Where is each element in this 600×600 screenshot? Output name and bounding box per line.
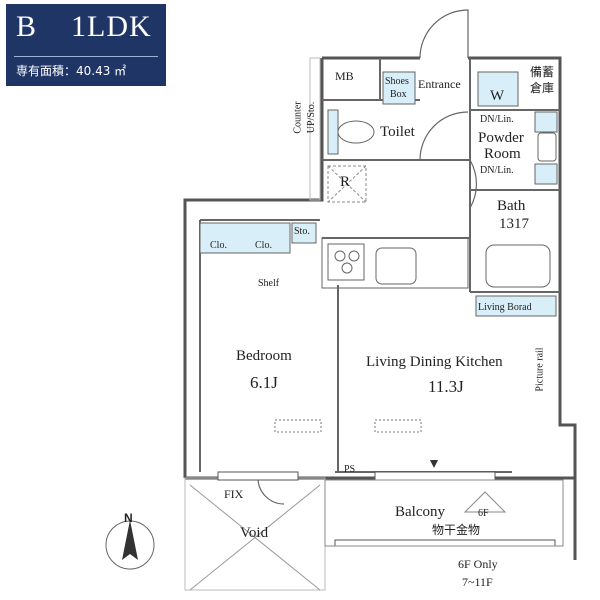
dn-lin-label-2: DN/Lin. [480,165,514,176]
header-divider [14,56,158,57]
living-board-label: Living Borad [478,302,532,313]
closet-label-1: Clo. [210,240,227,251]
hanger-floor-label: 6F [478,508,489,519]
ldk-size-label: 11.3J [428,377,464,396]
counter-sto-label: UP/Sto. [306,101,318,134]
outline [184,57,326,591]
door-swings [257,9,477,505]
sto-label: Sto. [294,226,310,237]
void-label: Void [240,525,269,541]
bedroom-label: Bedroom [236,348,292,364]
bath-label: Bath [497,198,526,214]
counter-label: Counter [292,101,304,134]
sanitary [337,120,557,288]
bedroom-size-label: 6.1J [250,373,278,392]
refrigerator-space [327,165,367,203]
dn-lin-label-1: DN/Lin. [480,114,514,125]
void-cross [189,484,321,591]
balcony-label: Balcony [395,504,445,520]
unit-type-label: B 1LDK [16,10,152,43]
fixtures [199,71,558,317]
north-arrow [105,520,155,570]
mb-label: MB [335,69,354,83]
shelf-label: Shelf [258,278,280,289]
storage-label-1: 備蓄 [530,65,555,79]
toilet-label: Toilet [380,124,415,140]
north-label: N [124,511,133,525]
fix-label: FIX [224,487,244,501]
closet-label-2: Clo. [255,240,272,251]
note-6f-only: 6F Only [458,557,498,571]
refrigerator-label: R [340,174,351,190]
shoes-box-label-2: Box [390,89,407,100]
unit-header: B 1LDK 専有面積：40.43 ㎡ [6,4,166,86]
floor-area-label: 専有面積：40.43 ㎡ [16,64,127,78]
powder-room-label-1: Powder [478,130,524,146]
windows [217,471,556,547]
opening-marker [430,460,438,468]
hanger-label: 物干金物 [432,523,481,537]
storage-label-2: 倉庫 [530,81,555,95]
ldk-label: Living Dining Kitchen [366,354,503,370]
picture-rail-label: Picture rail [534,347,546,392]
note-7-11f: 7~11F [462,575,493,589]
powder-room-label-2: Room [484,146,521,162]
washer-label: W [490,88,505,104]
entrance-label: Entrance [418,77,461,91]
bath-size-label: 1317 [499,216,529,232]
balcony-outline [324,479,564,547]
kitchen-counter [321,237,469,289]
ps-label: PS [344,464,356,475]
shoes-box-label-1: Shoes [385,76,409,87]
floor-vents [274,419,422,433]
